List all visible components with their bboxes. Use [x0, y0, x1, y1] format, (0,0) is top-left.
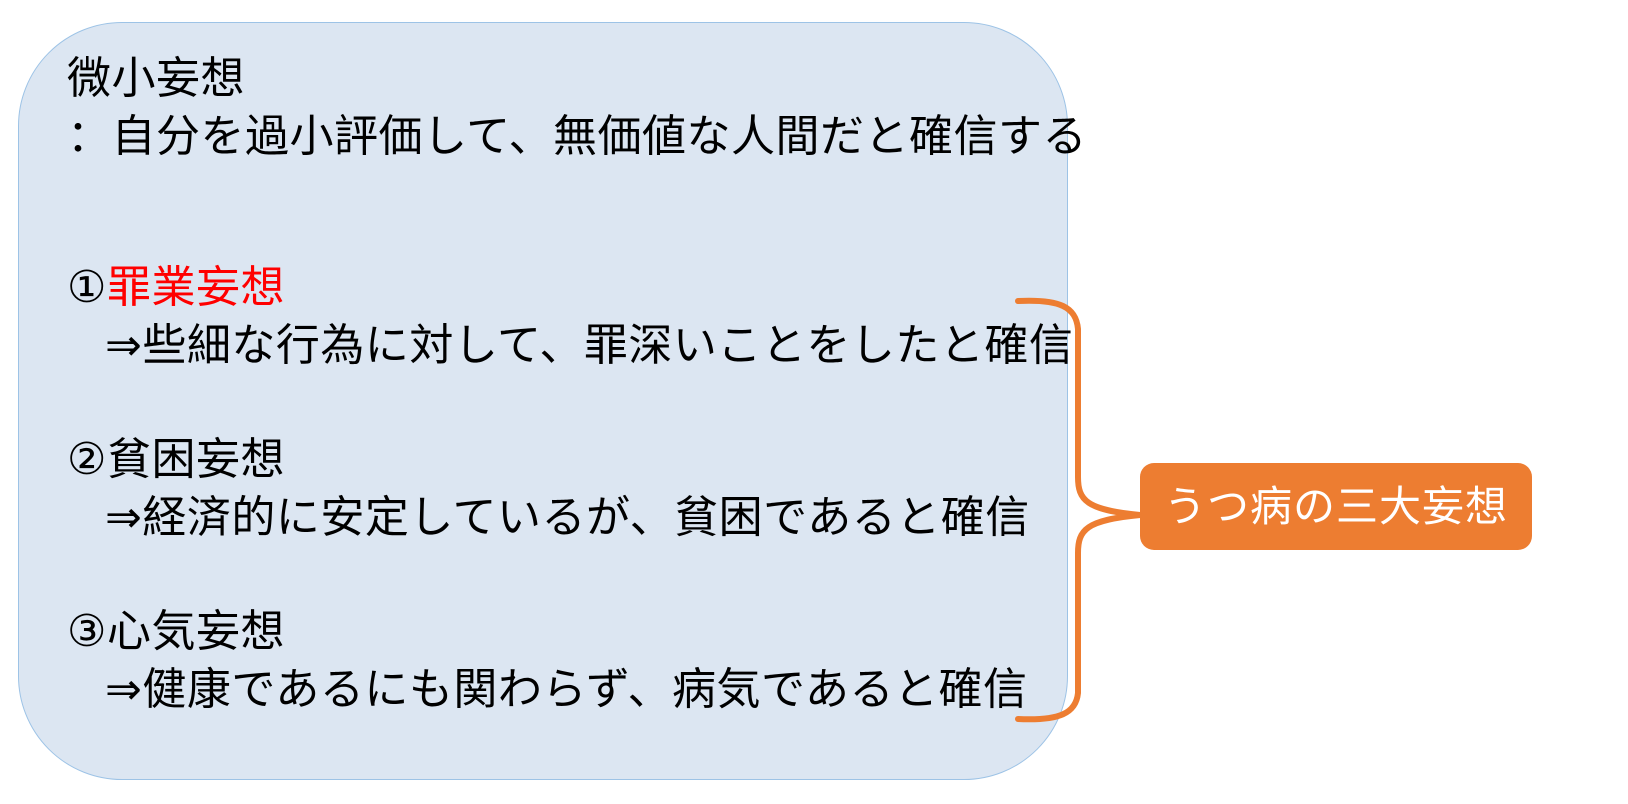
delusion-item-3-description: ⇒健康であるにも関わらず、病気であると確信 [105, 664, 1028, 715]
delusion-item-1-label: 罪業妄想 [106, 262, 285, 313]
delusion-item-2-heading: ②貧困妄想 [67, 431, 1047, 489]
panel-title: 微小妄想 [67, 53, 245, 104]
delusion-item-1-heading: ①罪業妄想 [67, 259, 1047, 317]
delusion-item-2-label: 貧困妄想 [106, 434, 285, 485]
panel-subtitle: ：自分を過小評価して、無価値な人間だと確信する [67, 111, 1087, 162]
concept-panel: 微小妄想 ：自分を過小評価して、無価値な人間だと確信する ①罪業妄想 ⇒些細な行… [18, 22, 1087, 780]
summary-callout-label: うつ病の三大妄想 [1163, 481, 1508, 531]
panel-text-block: 微小妄想 ：自分を過小評価して、無価値な人間だと確信する ①罪業妄想 ⇒些細な行… [67, 51, 1087, 719]
delusion-item-2-description: ⇒経済的に安定しているが、貧困であると確信 [105, 492, 1030, 543]
delusion-item-2: ②貧困妄想 ⇒経済的に安定しているが、貧困であると確信 [67, 431, 1047, 547]
delusion-item-1: ①罪業妄想 ⇒些細な行為に対して、罪深いことをしたと確信 [67, 259, 1074, 375]
delusion-item-3: ③心気妄想 ⇒健康であるにも関わらず、病気であると確信 [67, 603, 1047, 719]
delusion-item-3-heading: ③心気妄想 [67, 603, 1047, 661]
delusion-item-3-label: 心気妄想 [106, 606, 285, 657]
delusion-item-1-marker: ① [67, 262, 107, 313]
delusion-item-2-marker: ② [67, 434, 107, 485]
curly-brace-right-icon [1015, 297, 1143, 723]
delusion-item-3-marker: ③ [67, 606, 107, 657]
delusion-item-1-description: ⇒些細な行為に対して、罪深いことをしたと確信 [105, 320, 1074, 371]
summary-callout-box: うつ病の三大妄想 [1140, 463, 1532, 550]
